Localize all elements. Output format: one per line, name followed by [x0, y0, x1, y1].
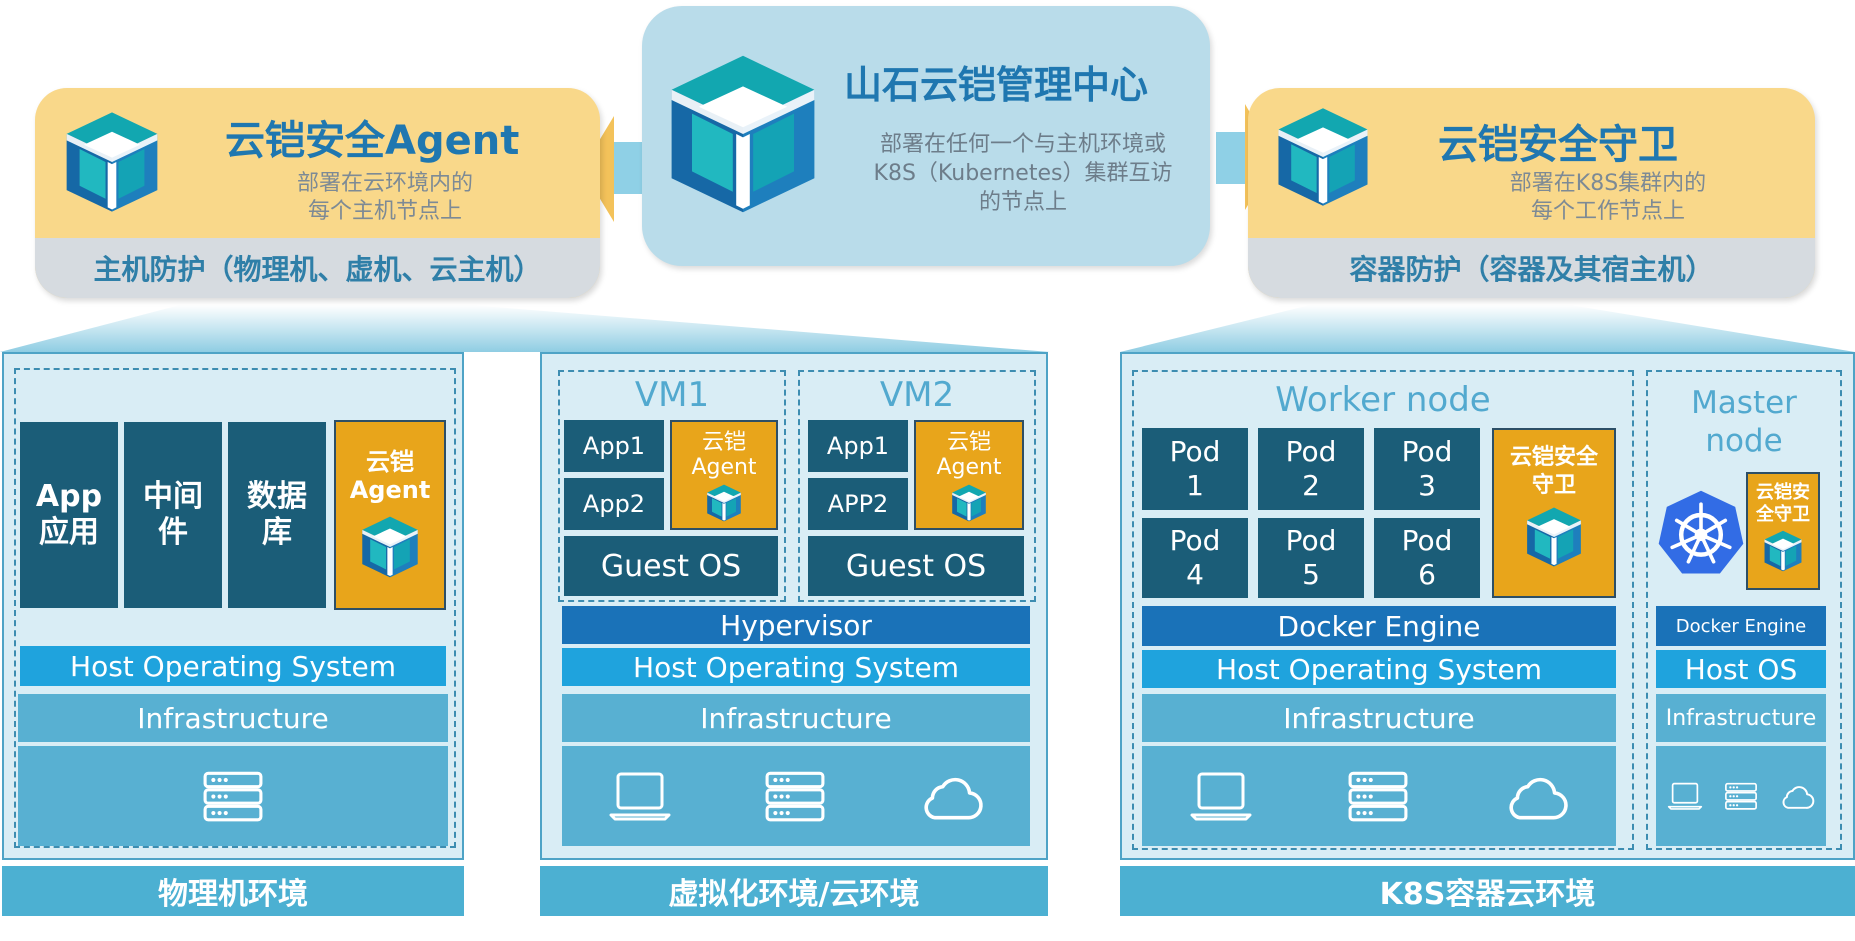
- cloud-icon: [1503, 769, 1569, 823]
- cube-logo-icon: [658, 44, 828, 224]
- vm1-title: VM1: [634, 375, 710, 415]
- k8s-footer: K8S容器云环境: [1120, 866, 1855, 916]
- center-card-title: 山石云铠管理中心: [844, 63, 1149, 107]
- cube-logo-icon: [1522, 504, 1586, 570]
- worker-node-title: Worker node: [1275, 380, 1491, 420]
- vm1-app1: App1: [564, 420, 664, 472]
- vm2-app1: App1: [808, 420, 908, 472]
- vm2-guest-os: Guest OS: [808, 536, 1024, 596]
- guard-card-desc: 部署在K8S集群内的 每个工作节点上: [1509, 171, 1707, 224]
- physical-dashed-area: [14, 368, 456, 848]
- master-hardware-area: [1656, 746, 1826, 846]
- cube-logo-icon: [57, 108, 167, 216]
- agent-card-strip: 主机防护（物理机、虚机、云主机）: [35, 238, 600, 298]
- hypervisor-bar: Hypervisor: [562, 606, 1030, 644]
- hardware-area: [18, 746, 448, 846]
- guard-card-strip: 容器防护（容器及其宿主机）: [1248, 238, 1815, 298]
- server-icon: [764, 770, 826, 822]
- vm2-app2: APP2: [808, 478, 908, 530]
- laptop-icon: [608, 770, 672, 822]
- cube-logo-icon: [704, 482, 744, 524]
- host-os-bar: Host Operating System: [20, 646, 446, 686]
- docker-engine-bar: Docker Engine: [1142, 606, 1616, 646]
- server-icon: [1347, 770, 1409, 822]
- vm1-box: [558, 370, 786, 602]
- infrastructure-bar: Infrastructure: [18, 694, 448, 742]
- server-icon: [202, 770, 264, 822]
- guard-card: 云铠安全守卫 部署在K8S集群内的 每个工作节点上 容器防护（容器及其宿主机）: [1248, 88, 1815, 298]
- agent-card-title: 云铠安全Agent: [225, 118, 520, 164]
- hardware-area: [1142, 746, 1616, 846]
- host-os-bar: Host Operating System: [562, 648, 1030, 686]
- cloud-icon: [1779, 781, 1815, 811]
- vm2-title: VM2: [879, 375, 955, 415]
- master-infrastructure-bar: Infrastructure: [1656, 694, 1826, 742]
- vm2-box: [798, 370, 1036, 602]
- center-card-desc: 部署在任何一个与主机环境或 K8S（Kubernetes）集群互访 的节点上: [873, 132, 1173, 215]
- master-host-os-bar: Host OS: [1656, 650, 1826, 688]
- server-icon: [1724, 782, 1758, 810]
- database-block: 数据库: [228, 422, 326, 608]
- worker-node-box: [1132, 370, 1634, 850]
- physical-footer: 物理机环境: [2, 866, 464, 916]
- agent-card-desc: 部署在云环境内的 每个主机节点上: [296, 171, 473, 224]
- cloud-icon: [918, 769, 984, 823]
- vm1-guest-os: Guest OS: [564, 536, 778, 596]
- right-connector: [1120, 305, 1855, 352]
- left-connector: [0, 305, 1050, 352]
- master-node-box: [1646, 370, 1842, 850]
- cube-logo-icon: [949, 482, 989, 524]
- laptop-icon: [1189, 770, 1253, 822]
- kubernetes-wheel-icon: [1656, 488, 1746, 578]
- cube-logo-icon: [357, 512, 423, 582]
- center-card: 山石云铠管理中心 部署在任何一个与主机环境或 K8S（Kubernetes）集群…: [642, 6, 1210, 266]
- cube-logo-icon: [1270, 104, 1376, 210]
- hardware-area: [562, 746, 1030, 846]
- cube-logo-icon: [1761, 528, 1805, 574]
- vm1-app2: App2: [564, 478, 664, 530]
- master-guard-block: 云铠安全守卫: [1746, 472, 1820, 590]
- laptop-icon: [1667, 781, 1703, 811]
- middleware-block: 中间件: [124, 422, 222, 608]
- infrastructure-bar: Infrastructure: [1142, 694, 1616, 742]
- guard-block: 云铠安全守卫: [1492, 428, 1616, 598]
- master-docker-engine-bar: Docker Engine: [1656, 606, 1826, 646]
- host-os-bar: Host Operating System: [1142, 650, 1616, 688]
- agent-card: 云铠安全Agent 部署在云环境内的 每个主机节点上 主机防护（物理机、虚机、云…: [35, 88, 600, 298]
- guard-card-title: 云铠安全守卫: [1438, 122, 1678, 168]
- infrastructure-bar: Infrastructure: [562, 694, 1030, 742]
- virtual-footer: 虚拟化环境/云环境: [540, 866, 1048, 916]
